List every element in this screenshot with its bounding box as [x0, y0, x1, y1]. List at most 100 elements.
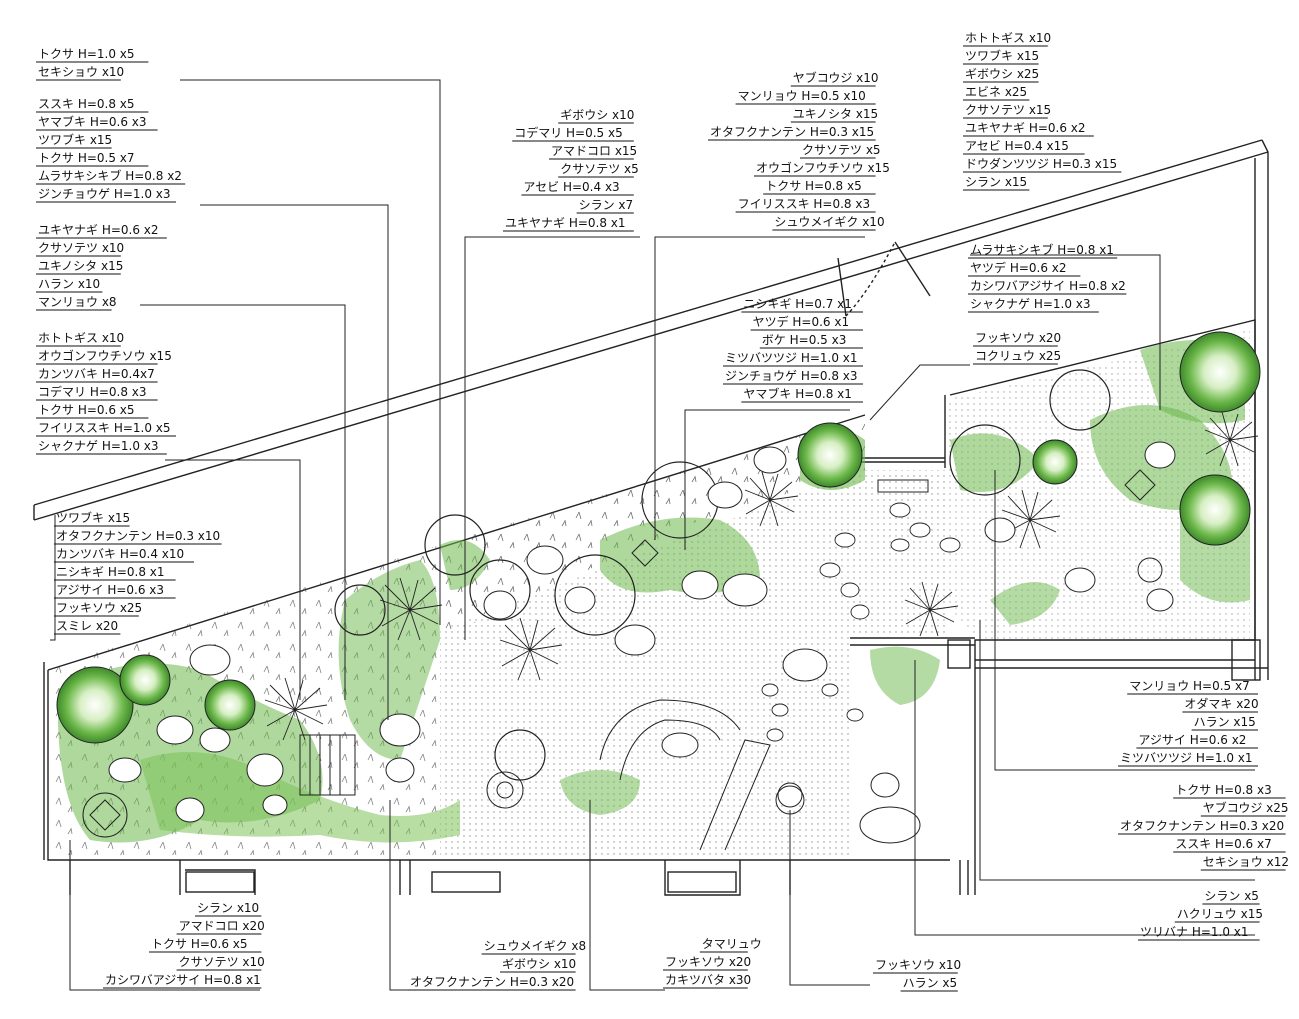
- plant-label: ヤツデ H=0.6 x2: [970, 260, 1067, 275]
- plant-label: シュウメイギク x8: [484, 939, 587, 953]
- plant-label: ジンチョウゲ H=1.0 x3: [38, 187, 171, 201]
- plant-label: ハラン x15: [1194, 715, 1256, 729]
- plant-label: コデマリ H=0.5 x5: [514, 125, 623, 140]
- plant-label: フッキソウ x20: [665, 955, 751, 969]
- plant-label: フイリススキ H=1.0 x5: [38, 421, 171, 435]
- plant-label: コクリュウ x25: [975, 349, 1061, 363]
- plant-label: コデマリ H=0.8 x3: [38, 384, 147, 399]
- plant-label: ユキヤナギ H=0.6 x2: [965, 121, 1086, 135]
- label-group-5: ツワブキ x15 オタフクナンテン H=0.3 x10 カンツバキ H=0.4 x1…: [54, 510, 222, 635]
- leader-lines: [50, 79, 1255, 991]
- plant-label: クサソテツ x5: [802, 143, 881, 157]
- plant-label: ツワブキ x15: [56, 510, 130, 525]
- stepping-stones: [761, 502, 961, 742]
- plant-label: シラン x7: [579, 198, 634, 212]
- plant-label: ユキヤナギ H=0.6 x2: [38, 223, 159, 237]
- plant-label: ボケ H=0.5 x3: [762, 333, 847, 347]
- plant-label: アマドコロ x15: [551, 144, 637, 158]
- plant-label: トクサ H=0.8 x3: [1175, 783, 1272, 797]
- plant-label: オタフクナンテン H=0.3 x15: [710, 125, 874, 139]
- plant-label: ツワブキ x15: [38, 132, 112, 147]
- plant-label: セキショウ x10: [38, 65, 124, 79]
- plant-label: ツワブキ x15: [965, 48, 1039, 63]
- plant-label: ユキノシタ x15: [38, 259, 123, 273]
- plant-label: ススキ H=0.6 x7: [1175, 837, 1272, 851]
- plant-label: シラン x15: [965, 175, 1027, 189]
- plant-label: ヤブコウジ x10: [793, 70, 879, 85]
- plant-label: ニシキギ H=0.8 x1: [56, 565, 165, 579]
- plant-labels: トクサ H=1.0 x5 セキショウ x10 ススキ H=0.8 x5 ヤマブキ H…: [36, 31, 1289, 992]
- plant-label: カンツバキ H=0.4x7: [38, 367, 155, 381]
- plant-label: クサソテツ x15: [965, 103, 1051, 117]
- plant-label: クサソテツ x5: [560, 162, 639, 176]
- plant-label: ユキヤナギ H=0.8 x1: [505, 216, 626, 230]
- plant-label: オタフクナンテン H=0.3 x20: [1120, 819, 1284, 833]
- label-group-9: ムラサキシキブ H=0.8 x1 ヤツデ H=0.6 x2 カシワバアジサイ H=0…: [968, 242, 1127, 313]
- plant-label: カシワバアジサイ H=0.8 x1: [105, 973, 261, 987]
- plant-label: ミツバツツジ H=1.0 x1: [725, 351, 858, 365]
- plant-label: ムラサキシキブ H=0.8 x1: [970, 242, 1114, 257]
- plant-label: ムラサキシキブ H=0.8 x2: [38, 168, 182, 183]
- plant-label: オウゴンフウチソウ x15: [756, 160, 890, 175]
- plant-label: ツリバナ H=1.0 x1: [1140, 925, 1249, 939]
- plant-label: シラン x10: [197, 901, 259, 915]
- plant-label: シラン x5: [1204, 889, 1259, 903]
- plant-label: マンリョウ H=0.5 x10: [738, 89, 866, 103]
- label-group-15: シラン x10 アマドコロ x20 トクサ H=0.6 x5 クサソテツ x10 カシワ…: [103, 901, 265, 989]
- trees: [56, 331, 1261, 781]
- label-group-1: トクサ H=1.0 x5 セキショウ x10: [36, 47, 149, 81]
- plant-label: タマリュウ: [702, 937, 762, 951]
- plant-label: ススキ H=0.8 x5: [38, 97, 135, 111]
- label-group-13: トクサ H=0.8 x3 ヤブコウジ x25 オタフクナンテン H=0.3 x20 ス…: [1118, 783, 1289, 871]
- plant-label: ヤマブキ H=0.6 x3: [38, 114, 147, 129]
- plant-label: フッキソウ x25: [56, 601, 142, 615]
- plant-label: ホトトギス x10: [38, 331, 124, 345]
- plant-label: ヤブコウジ x25: [1203, 800, 1289, 815]
- plant-label: トクサ H=0.6 x5: [151, 937, 248, 951]
- plant-label: ホトトギス x10: [965, 31, 1051, 45]
- plant-label: トクサ H=0.6 x5: [38, 403, 135, 417]
- plant-label: ヤマブキ H=0.8 x1: [743, 386, 852, 401]
- plant-label: シュウメイギク x10: [774, 215, 884, 229]
- plant-label: カシワバアジサイ H=0.8 x2: [970, 279, 1126, 293]
- plant-label: スミレ x20: [56, 619, 118, 633]
- plant-label: フッキソウ x10: [875, 958, 961, 972]
- plant-label: クサソテツ x10: [179, 955, 265, 969]
- plant-label: トクサ H=0.8 x5: [765, 179, 862, 193]
- plant-label: エビネ x25: [965, 85, 1027, 99]
- plant-label: トクサ H=1.0 x5: [38, 47, 135, 61]
- plant-label: トクサ H=0.5 x7: [38, 151, 135, 165]
- plant-label: シャクナゲ H=1.0 x3: [970, 297, 1091, 311]
- plant-label: ハラン x5: [903, 976, 958, 990]
- plant-label: オダマキ x20: [1184, 696, 1258, 711]
- plant-label: ヤツデ H=0.6 x1: [753, 314, 850, 329]
- plant-label: アセビ H=0.4 x3: [523, 180, 619, 194]
- plant-label: ギボウシ x25: [965, 67, 1039, 81]
- plant-label: カンツバキ H=0.4 x10: [56, 547, 184, 561]
- grasses: [264, 411, 1259, 741]
- plant-label: オタフクナンテン H=0.3 x10: [56, 529, 220, 543]
- plant-label: ジンチョウゲ H=0.8 x3: [725, 369, 858, 383]
- plant-label: ドウダンツツジ H=0.3 x15: [965, 156, 1117, 171]
- plant-label: アジサイ H=0.6 x2: [1138, 733, 1246, 747]
- label-group-2: ススキ H=0.8 x5 ヤマブキ H=0.6 x3 ツワブキ x15 トクサ H=0…: [36, 97, 186, 203]
- stones: [108, 441, 1176, 844]
- plant-label: セキショウ x12: [1203, 855, 1289, 869]
- plant-label: オタフクナンテン H=0.3 x20: [410, 975, 574, 989]
- plant-label: クサソテツ x10: [38, 241, 124, 255]
- plant-label: アマドコロ x20: [179, 919, 265, 933]
- plant-label: マンリョウ H=0.5 x7: [1129, 679, 1250, 693]
- label-group-12: マンリョウ H=0.5 x7 オダマキ x20 ハラン x15 アジサイ H=0.6 …: [1118, 679, 1259, 767]
- plant-label: ユキノシタ x15: [793, 107, 878, 121]
- plant-label: カキツバタ x30: [665, 973, 751, 987]
- label-group-18: フッキソウ x10 ハラン x5: [873, 958, 961, 992]
- label-group-8: ホトトギス x10 ツワブキ x15 ギボウシ x25 エビネ x25 クサソテツ x1…: [963, 31, 1122, 191]
